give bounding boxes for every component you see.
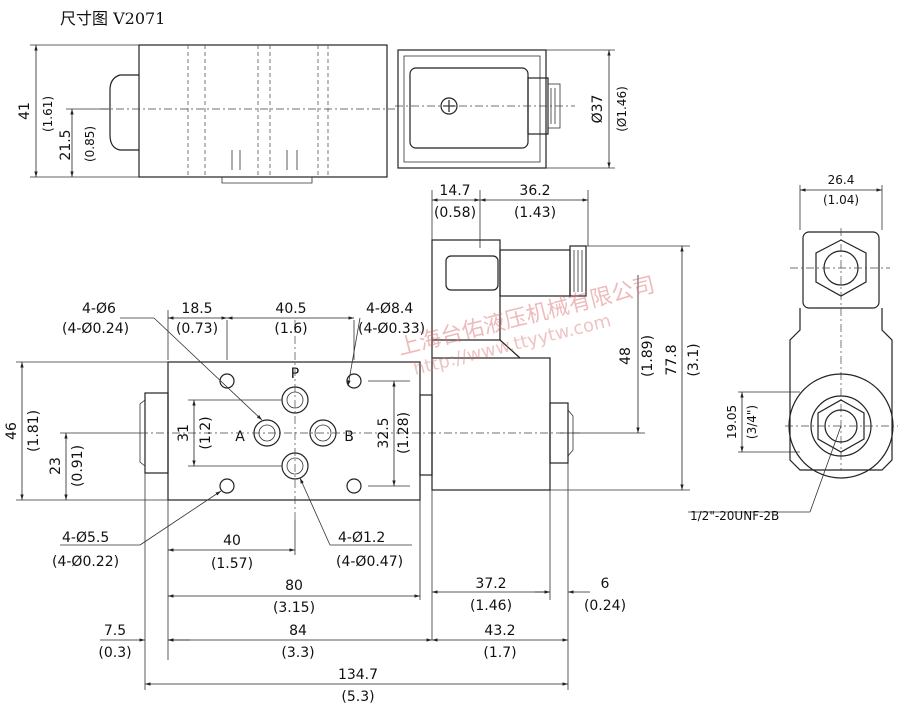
dim-134-7-mm: 134.7 xyxy=(338,667,378,683)
dim-48-in: (1.89) xyxy=(640,335,656,377)
dim-40-in: (1.57) xyxy=(211,556,253,572)
screw-icon xyxy=(440,97,458,115)
dim-77-8-mm: 77.8 xyxy=(664,344,680,375)
dim-23-in: (0.91) xyxy=(70,445,86,487)
dim-80-in: (3.15) xyxy=(273,600,315,616)
drawing-title: 尺寸图 V2071 xyxy=(60,9,165,28)
dim-40-mm: 40 xyxy=(223,533,241,549)
dim-31-in: (1.2) xyxy=(198,416,214,449)
dim-19-05-mm: 19.05 xyxy=(725,405,739,439)
holes-6-in: (4-Ø0.24) xyxy=(62,321,129,337)
dim-18-5-mm: 18.5 xyxy=(181,301,212,317)
front-view: P A B 14.7 (0.58) 36.2 (1.43) xyxy=(4,183,702,705)
dim-21-5-in: (0.85) xyxy=(83,126,97,162)
mount-hole-br xyxy=(346,478,362,494)
dim-40-5-in: (1.6) xyxy=(274,321,307,337)
port-b-label: B xyxy=(344,429,354,445)
dim-21-5-mm: 21.5 xyxy=(58,129,74,160)
mount-hole-bl xyxy=(219,478,235,494)
dim-84-in: (3.3) xyxy=(281,645,314,661)
dim-37-2-in: (1.46) xyxy=(470,598,512,614)
dim-7-5-mm: 7.5 xyxy=(104,623,126,639)
dim-40-5-mm: 40.5 xyxy=(275,301,306,317)
holes-1-2-in: (4-Ø0.47) xyxy=(336,554,403,570)
dim-31-mm: 31 xyxy=(176,424,192,442)
dim-77-8-in: (3.1) xyxy=(686,343,702,376)
coil-top-view xyxy=(397,49,547,169)
dim-14-7-in: (0.58) xyxy=(434,205,476,221)
dim-19-05-in: (3/4") xyxy=(745,405,759,439)
dim-46-in: (1.81) xyxy=(26,410,42,452)
solenoid-coil xyxy=(431,357,551,491)
dim-80-mm: 80 xyxy=(285,578,303,594)
dim-32-5-mm: 32.5 xyxy=(376,417,392,448)
end-view: 26.4 (1.04) 19.05 (3/4") 1/2"-20UNF-2B xyxy=(688,173,898,523)
dim-84-mm: 84 xyxy=(289,623,307,639)
dim-36-2-in: (1.43) xyxy=(514,205,556,221)
top-view: 41 (1.61) 21.5 (0.85) Ø37 (Ø1.46) xyxy=(17,44,629,184)
dim-26-4-mm: 26.4 xyxy=(828,173,855,187)
port-a-label: A xyxy=(235,429,245,445)
holes-5-5-in: (4-Ø0.22) xyxy=(52,554,119,570)
dim-41-in: (1.61) xyxy=(41,96,55,132)
dim-43-2-in: (1.7) xyxy=(483,645,516,661)
holes-8-4-mm: 4-Ø8.4 xyxy=(366,301,413,317)
dim-134-7-in: (5.3) xyxy=(341,689,374,705)
dim-coil-dia-mm: Ø37 xyxy=(590,95,606,124)
holes-6-mm: 4-Ø6 xyxy=(82,301,116,317)
dim-6-mm: 6 xyxy=(601,576,610,592)
dim-14-7-mm: 14.7 xyxy=(439,183,470,199)
thread-label: 1/2"-20UNF-2B xyxy=(690,509,779,523)
dim-6-in: (0.24) xyxy=(584,598,626,614)
dim-23-mm: 23 xyxy=(48,457,64,475)
mount-hole-tr xyxy=(346,373,362,389)
holes-1-2-mm: 4-Ø1.2 xyxy=(338,530,385,546)
plug-left xyxy=(109,74,139,151)
dim-46-mm: 46 xyxy=(4,422,20,440)
dim-48-mm: 48 xyxy=(618,347,634,365)
dim-coil-dia-in: (Ø1.46) xyxy=(615,86,629,132)
holes-5-5-mm: 4-Ø5.5 xyxy=(62,530,109,546)
dim-32-5-in: (1.28) xyxy=(396,412,412,454)
mount-hole-tl xyxy=(219,373,235,389)
dim-26-4-in: (1.04) xyxy=(823,193,859,207)
valve-body-top xyxy=(138,44,388,178)
dim-37-2-mm: 37.2 xyxy=(475,576,506,592)
dim-18-5-in: (0.73) xyxy=(176,321,218,337)
dim-36-2-mm: 36.2 xyxy=(519,183,550,199)
dim-7-5-in: (0.3) xyxy=(98,645,131,661)
dim-41-mm: 41 xyxy=(17,102,33,120)
dim-43-2-mm: 43.2 xyxy=(484,623,515,639)
holes-8-4-in: (4-Ø0.33) xyxy=(358,321,425,337)
